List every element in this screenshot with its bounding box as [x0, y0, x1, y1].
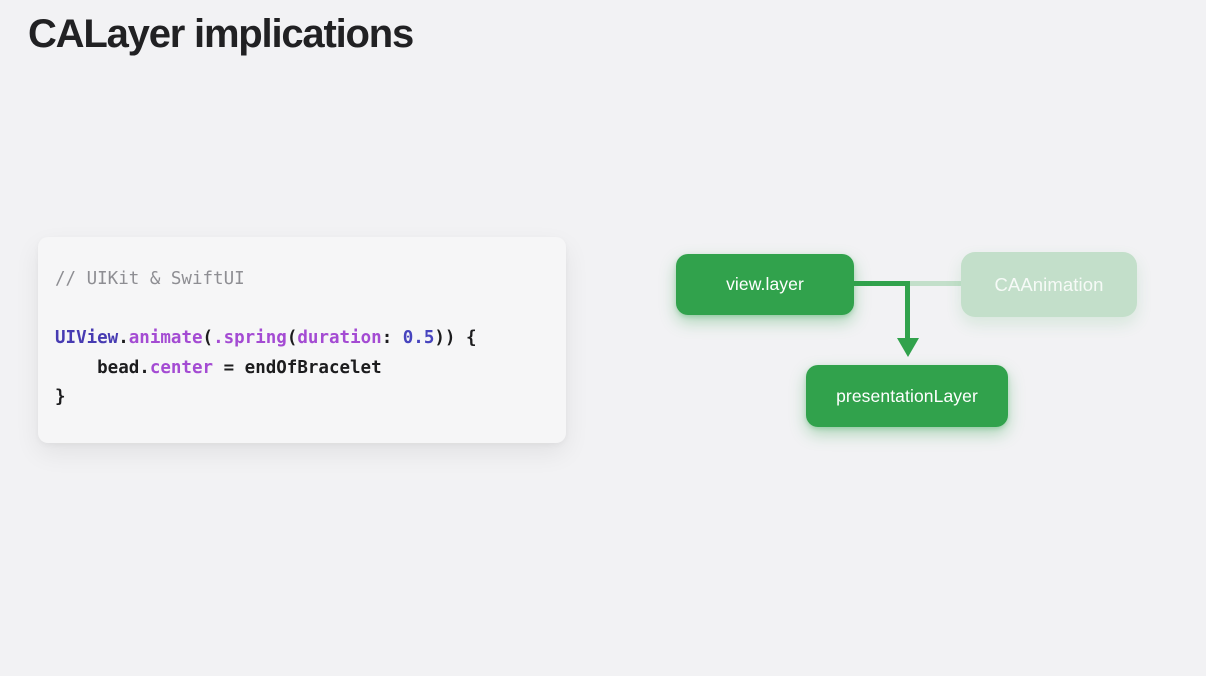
arrow-down-icon: [897, 338, 919, 357]
code-content: // UIKit & SwiftUI UIView.animate(.sprin…: [55, 265, 550, 413]
slide-title: CALayer implications: [28, 12, 414, 56]
code-line: UIView.animate(.spring(duration: 0.5)) {: [55, 328, 477, 348]
code-line: }: [55, 387, 66, 407]
node-view-layer: view.layer: [676, 254, 854, 315]
connector-vertical-drop: [905, 281, 910, 339]
code-line: bead.center = endOfBracelet: [55, 357, 382, 378]
code-block-card: // UIKit & SwiftUI UIView.animate(.sprin…: [38, 237, 566, 443]
node-presentation-layer: presentationLayer: [806, 365, 1008, 427]
code-line: // UIKit & SwiftUI: [55, 269, 245, 289]
connector-junction-to-caanimation: [910, 281, 963, 286]
node-caanimation: CAAnimation: [961, 252, 1137, 317]
connector-viewlayer-to-junction: [852, 281, 910, 286]
